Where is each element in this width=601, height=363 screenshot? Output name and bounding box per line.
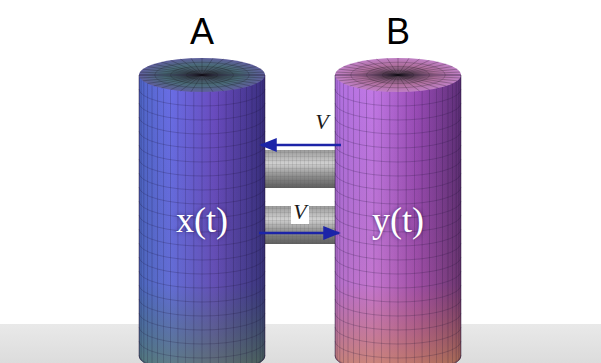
- flow-label: V: [291, 200, 308, 224]
- flow-arrow: [259, 232, 339, 235]
- tank-node: Ax(t): [139, 12, 265, 358]
- tank-name: B: [335, 12, 461, 52]
- tank-variable: x(t): [139, 200, 265, 240]
- flow-arrow: [261, 144, 341, 147]
- tank-node: By(t): [335, 12, 461, 358]
- tank-variable: y(t): [335, 200, 461, 240]
- pipe-top: [258, 150, 342, 188]
- tank-name: A: [139, 12, 265, 52]
- floor: [0, 324, 601, 363]
- flow-label: V: [313, 110, 330, 134]
- tank-b: [335, 58, 461, 363]
- tank-a: [139, 58, 265, 363]
